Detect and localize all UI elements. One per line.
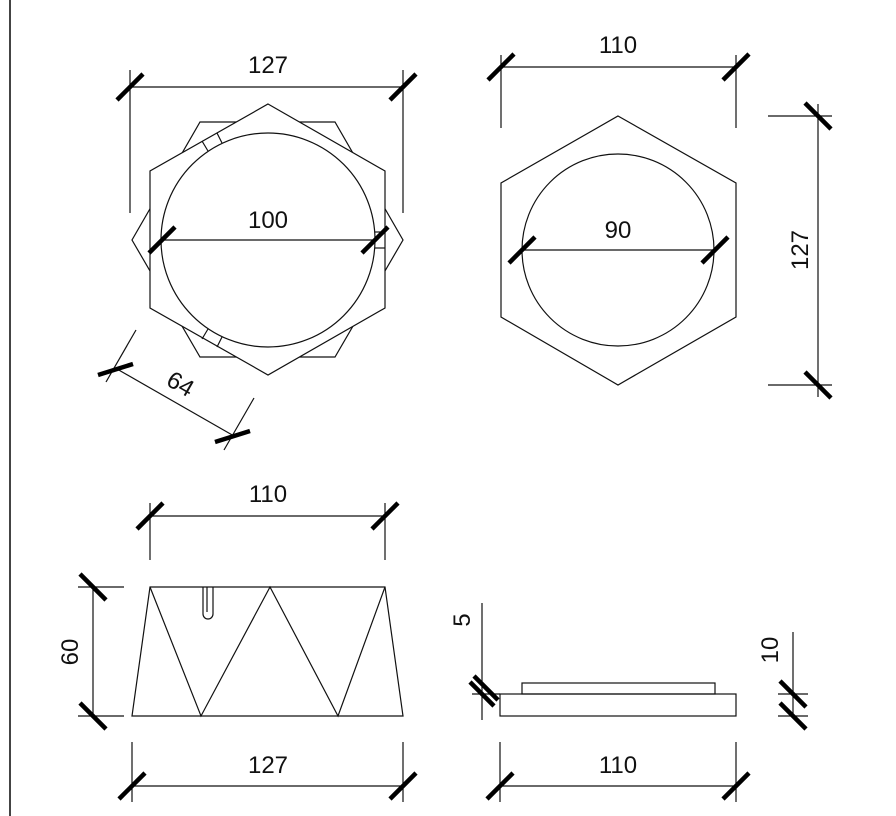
hexagon: [500, 115, 737, 386]
notch: [201, 140, 209, 152]
tick-mark: [78, 572, 108, 602]
top-view-star: 127 100 64: [97, 52, 418, 451]
tick-mark: [778, 701, 808, 731]
tick-mark: [360, 225, 390, 255]
extension-line: [223, 397, 255, 451]
notch: [216, 336, 223, 348]
tick-mark: [485, 771, 515, 801]
tick-mark: [214, 428, 251, 445]
notch: [216, 132, 223, 144]
notch: [201, 328, 209, 340]
tick-mark: [468, 680, 496, 708]
dim-base-height: 10: [757, 637, 784, 664]
dim-circle-diameter: 100: [248, 207, 288, 234]
dim-height: 127: [787, 230, 814, 270]
dim-circle-diameter: 90: [605, 217, 632, 244]
tick-mark: [388, 771, 418, 801]
dim-width: 110: [599, 752, 637, 779]
tick-mark: [97, 361, 134, 378]
front-view: 110 60 127: [57, 481, 418, 802]
tick-mark: [472, 674, 500, 702]
tick-mark: [370, 501, 400, 531]
flat-hexagon: [131, 121, 404, 358]
tick-mark: [803, 370, 833, 400]
tick-mark: [721, 52, 751, 82]
trapezoid: [131, 586, 404, 717]
dim-height: 60: [57, 639, 84, 666]
dim-step-height: 5: [449, 613, 476, 626]
dim-top-width: 110: [249, 481, 287, 508]
base-plate: [499, 693, 737, 717]
tick-mark: [700, 235, 730, 265]
tick-mark: [117, 771, 147, 801]
side-view: 5 10 110: [449, 603, 808, 802]
tick-mark: [507, 235, 537, 265]
tick-mark: [147, 225, 177, 255]
zigzag: [149, 585, 386, 718]
tick-mark: [721, 771, 751, 801]
tick-mark: [388, 72, 418, 102]
tick-mark: [78, 701, 108, 731]
tick-mark: [486, 52, 516, 82]
top-view-hexagon: 90 110 127: [486, 32, 833, 400]
dim-width: 110: [599, 32, 637, 59]
slot: [202, 587, 214, 620]
tick-mark: [778, 679, 808, 709]
dim-bottom-width: 127: [248, 752, 288, 779]
tick-mark: [115, 72, 145, 102]
dim-width: 127: [248, 52, 288, 79]
tick-mark: [803, 101, 833, 131]
tick-mark: [135, 501, 165, 531]
step-plate: [521, 682, 716, 695]
extension-line: [105, 329, 137, 383]
dimension-line: [116, 368, 235, 437]
